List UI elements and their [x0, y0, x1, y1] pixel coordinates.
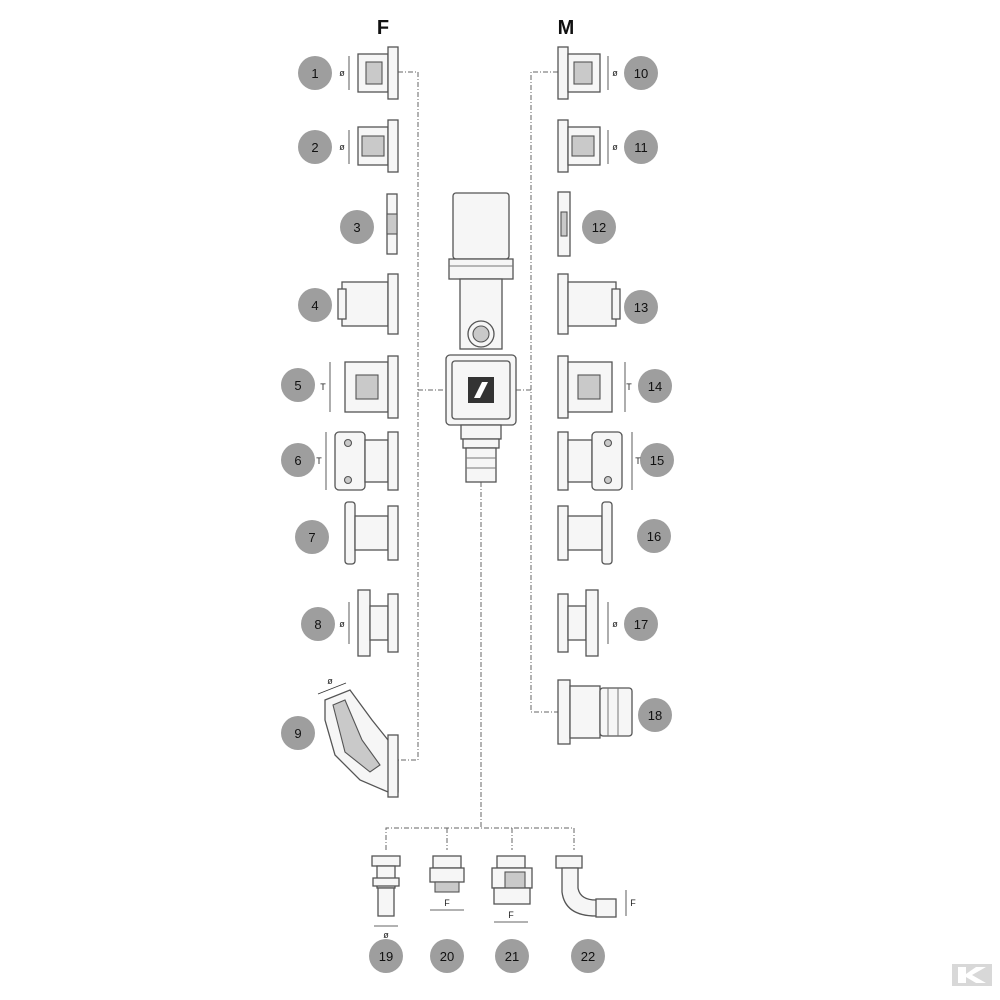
- item-bubble-17: 17: [624, 607, 658, 641]
- item-number: 15: [650, 453, 664, 468]
- part-drawing-22: [555, 855, 627, 918]
- part-drawing-14: [557, 355, 626, 419]
- dimension-label: F: [444, 898, 450, 908]
- part-drawing-19: [371, 855, 401, 927]
- part-drawing-16: [557, 501, 613, 565]
- part-drawing-2: [348, 119, 399, 173]
- item-number: 6: [294, 453, 301, 468]
- item-bubble-5: 5: [281, 368, 315, 402]
- item-number: 4: [311, 298, 318, 313]
- item-number: 19: [379, 949, 393, 964]
- item-bubble-8: 8: [301, 607, 335, 641]
- item-bubble-21: 21: [495, 939, 529, 973]
- item-bubble-20: 20: [430, 939, 464, 973]
- part-drawing-17: [557, 589, 609, 657]
- dimension-label: T: [316, 456, 322, 466]
- item-number: 1: [311, 66, 318, 81]
- dimension-label: ø: [612, 142, 618, 152]
- female-header: F: [377, 17, 389, 39]
- part-drawing-15: [557, 431, 633, 491]
- dimension-label: ø: [339, 619, 345, 629]
- dimension-label: F: [630, 898, 636, 908]
- part-drawing-13: [557, 273, 621, 335]
- item-bubble-14: 14: [638, 369, 672, 403]
- part-drawing-5: [329, 355, 399, 419]
- part-drawing-21: [491, 855, 533, 923]
- part-drawing-4: [337, 273, 399, 335]
- part-drawing-20: [429, 855, 465, 911]
- item-bubble-7: 7: [295, 520, 329, 554]
- dimension-label: ø: [383, 930, 389, 940]
- part-drawing-12: [557, 191, 571, 257]
- item-number: 20: [440, 949, 454, 964]
- item-bubble-9: 9: [281, 716, 315, 750]
- dimension-label: T: [626, 382, 632, 392]
- item-number: 21: [505, 949, 519, 964]
- item-bubble-6: 6: [281, 443, 315, 477]
- dimension-label: F: [508, 910, 514, 920]
- item-bubble-3: 3: [340, 210, 374, 244]
- part-drawing-9: [317, 682, 399, 798]
- part-drawing-7: [344, 501, 399, 565]
- item-number: 13: [634, 300, 648, 315]
- dimension-label: ø: [612, 619, 618, 629]
- item-number: 8: [314, 617, 321, 632]
- part-drawing-6: [325, 431, 399, 491]
- male-header: M: [558, 17, 575, 39]
- item-number: 7: [308, 530, 315, 545]
- item-number: 9: [294, 726, 301, 741]
- part-drawing-11: [557, 119, 609, 173]
- dimension-label: ø: [339, 68, 345, 78]
- part-drawing-18: [557, 679, 633, 745]
- dimension-label: T: [320, 382, 326, 392]
- dimension-label: T: [635, 456, 641, 466]
- brand-logo-icon: [952, 964, 992, 986]
- item-number: 17: [634, 617, 648, 632]
- item-bubble-13: 13: [624, 290, 658, 324]
- item-number: 5: [294, 378, 301, 393]
- item-bubble-18: 18: [638, 698, 672, 732]
- item-number: 11: [634, 140, 648, 155]
- item-number: 10: [634, 66, 648, 81]
- item-number: 3: [353, 220, 360, 235]
- dimension-label: ø: [612, 68, 618, 78]
- dimension-label: ø: [339, 142, 345, 152]
- item-number: 22: [581, 949, 595, 964]
- part-drawing-10: [557, 46, 609, 100]
- item-bubble-10: 10: [624, 56, 658, 90]
- item-bubble-22: 22: [571, 939, 605, 973]
- item-number: 2: [311, 140, 318, 155]
- item-number: 16: [647, 529, 661, 544]
- item-bubble-1: 1: [298, 56, 332, 90]
- item-bubble-16: 16: [637, 519, 671, 553]
- item-number: 18: [648, 708, 662, 723]
- dimension-label: ø: [327, 676, 333, 686]
- item-bubble-2: 2: [298, 130, 332, 164]
- item-bubble-11: 11: [624, 130, 658, 164]
- item-number: 12: [592, 220, 606, 235]
- item-bubble-4: 4: [298, 288, 332, 322]
- part-drawing-1: [348, 46, 399, 100]
- part-drawing-3: [386, 193, 398, 255]
- part-drawing-8: [348, 589, 399, 657]
- item-bubble-19: 19: [369, 939, 403, 973]
- item-bubble-15: 15: [640, 443, 674, 477]
- connection-lines: [385, 71, 575, 850]
- item-bubble-12: 12: [582, 210, 616, 244]
- item-number: 14: [648, 379, 662, 394]
- central-valve-unit: [445, 192, 517, 483]
